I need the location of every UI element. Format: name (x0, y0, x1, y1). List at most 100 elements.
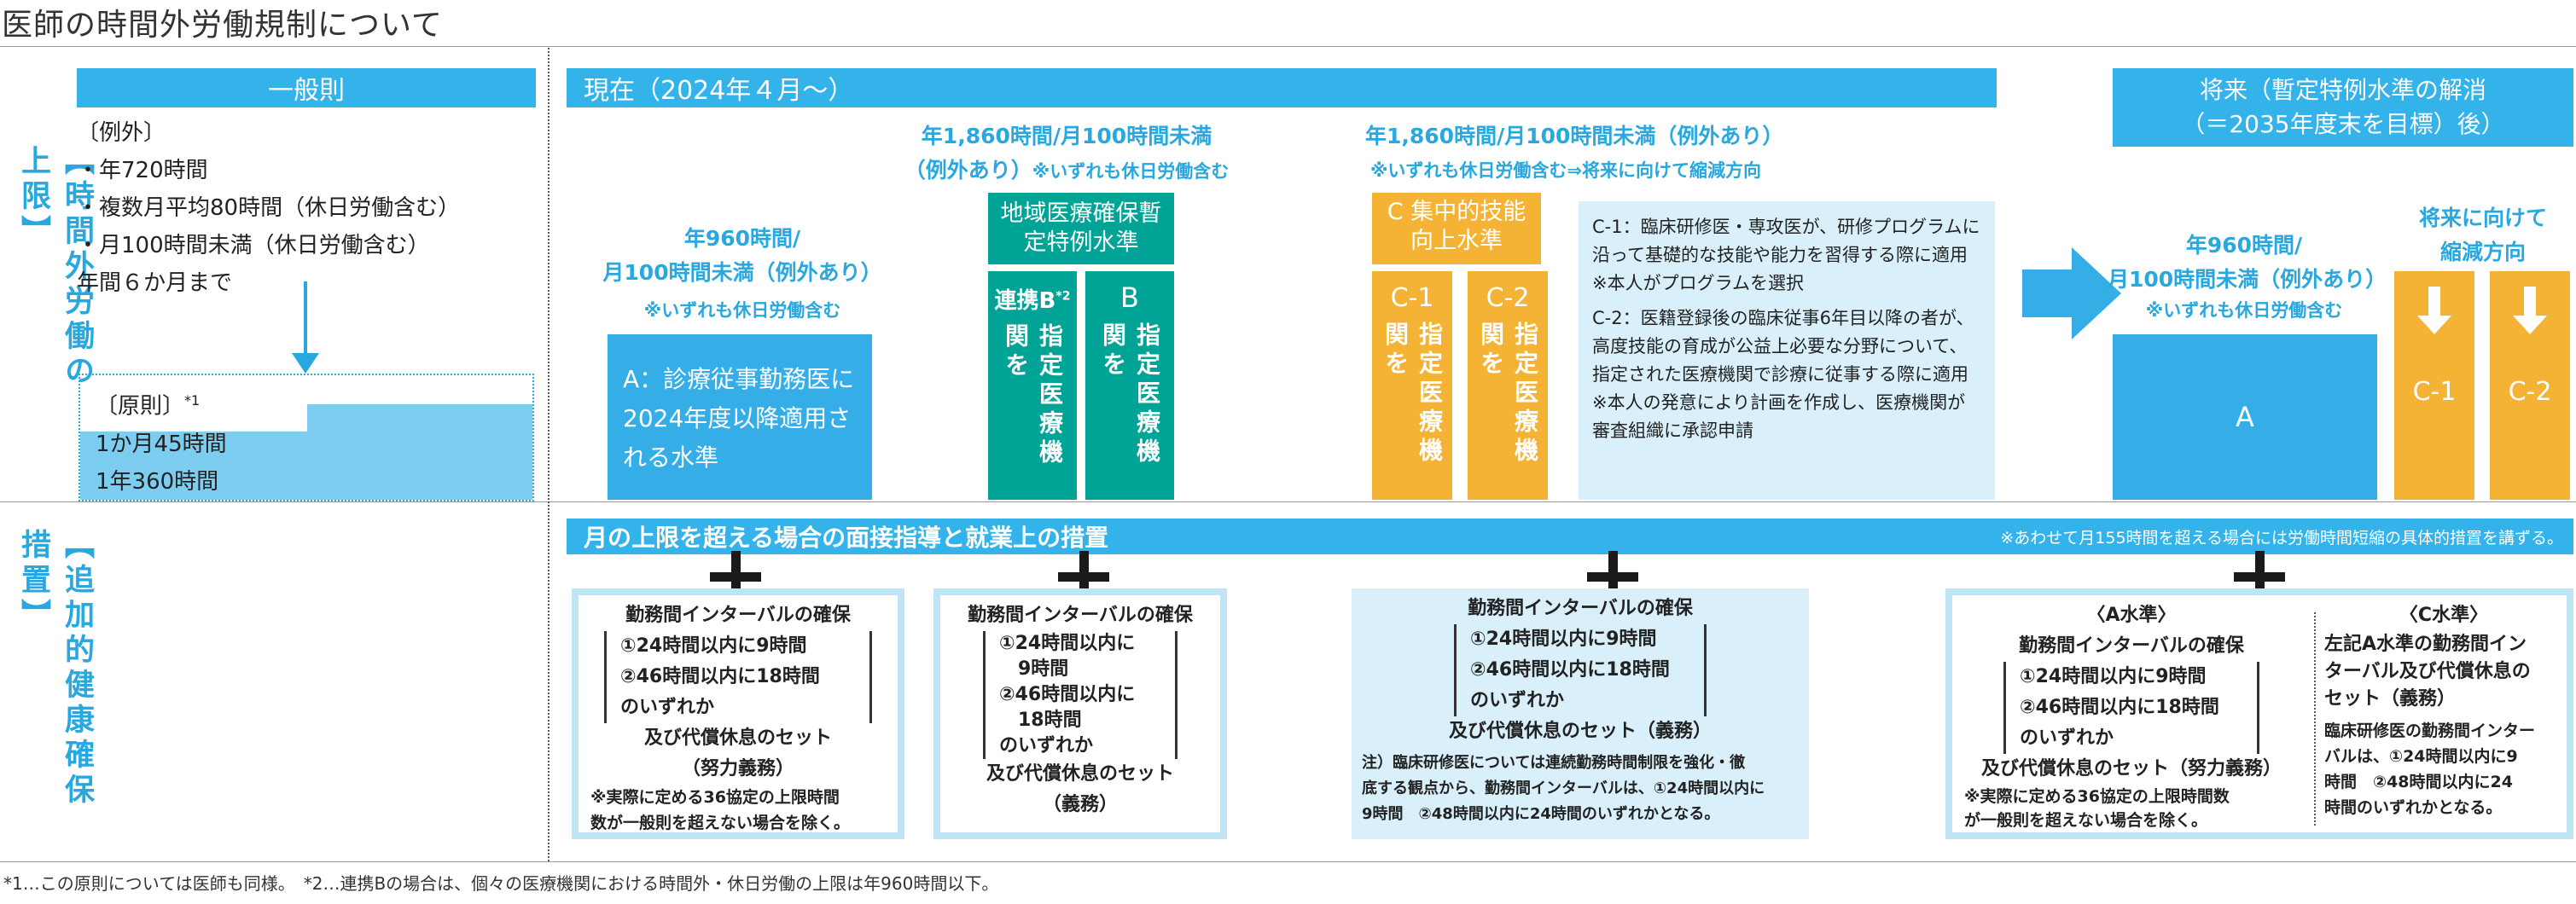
top-divider (0, 46, 2576, 47)
box-item: のいずれか (2020, 727, 2114, 749)
current-header: 現在（2024年４月〜） (567, 68, 1997, 107)
reduce-caption: 将来に向けて 縮減方向 (2389, 201, 2576, 269)
c-header-line: 向上水準 (1410, 228, 1503, 254)
b-text: 指定医療機関を (1099, 322, 1161, 467)
box-item: ①24時間以内に9時間 (620, 635, 807, 657)
c-note: ※いずれも休日労働含む⇒将来に向けて縮減方向 (1370, 160, 1762, 181)
b-note: ※いずれも休日労働含む (1032, 161, 1230, 182)
box-item: ②46時間以内に18時間 (1470, 659, 1670, 681)
b-label: B (1120, 281, 1139, 314)
general-exception-list: 〔例外〕 ・年720時間 ・複数月平均80時間（休日労働含む） ・月100時間未… (77, 114, 460, 302)
general-rule-header: 一般則 (77, 68, 536, 107)
box-item: ①24時間以内に9時間 (1470, 629, 1657, 650)
plus-icon (2234, 551, 2285, 602)
row-label-overtime-limit: 【時間外労働の上限】 (16, 145, 94, 390)
down-arrow-icon (292, 353, 319, 374)
note-line: 底する観点から、勤務間インターバルは、①24時間以内に (1362, 779, 1765, 797)
caption-line: 月100時間未満（例外あり） (2108, 267, 2387, 292)
box-after: 及び代償休息のセット（義務） (1448, 721, 1712, 742)
c2-column: C-2 指定医療機関を (1468, 271, 1548, 500)
down-arrow-icon (2417, 316, 2451, 334)
caption-line: 年960時間/ (2185, 233, 2303, 258)
c-header-line: C 集中的技能 (1387, 199, 1526, 225)
future-c1-column: C-1 (2394, 271, 2474, 500)
right-arrow-icon (2072, 247, 2121, 339)
bottom-divider (0, 861, 2576, 862)
c1-description: C-1：臨床研修医・専攻医が、研修プログラムに沿って基礎的な技能や能力を習得する… (1592, 217, 1980, 293)
c-line: 左記A水準の勤務間イン (2324, 634, 2527, 655)
box-item: ②46時間以内に (999, 684, 1136, 705)
box-note: 注）臨床研修医については連続勤務時間制限を強化・徹 底する観点から、勤務間インタ… (1352, 747, 1809, 831)
box-item: 18時間 (1018, 710, 1082, 731)
note-line: ※実際に定める36協定の上限時間 (590, 788, 840, 807)
page-title: 医師の時間外労働規制について (2, 8, 443, 43)
box4-divider (2314, 612, 2316, 826)
b-caption: 年1,860時間/月100時間未満 （例外あり）※いずれも休日労働含む (887, 119, 1246, 188)
c1-column: C-1 指定医療機関を (1372, 271, 1452, 500)
c-caption: 年1,860時間/月100時間未満（例外あり） (1365, 124, 1784, 148)
future-a-box: A (2113, 334, 2377, 500)
c-level-title: 〈C水準〉 (2399, 605, 2489, 626)
health-box-4: 〈A水準〉 勤務間インターバルの確保 ①24時間以内に9時間 ②46時間以内に1… (1945, 588, 2573, 839)
b-column: B 指定医療機関を (1085, 271, 1174, 500)
box-item: ①24時間以内に (999, 633, 1136, 654)
box-after: 及び代償休息のセット (643, 727, 832, 749)
box-item: 9時間 (1018, 658, 1069, 680)
health-header: 月の上限を超える場合の面接指導と就業上の措置 ※あわせて月155時間を超える場合… (567, 519, 2573, 554)
caption-line: 年960時間/ (683, 226, 801, 251)
c1-text: 指定医療機関を (1381, 322, 1444, 466)
c2-label: C-2 (1486, 283, 1530, 313)
b-header: 地域医療確保暫定特例水準 (988, 193, 1174, 264)
box-note: ※実際に定める36協定の上限時間 数が一般則を超えない場合を除く。 (579, 785, 898, 836)
plus-icon (1587, 551, 1638, 602)
health-box-2: 勤務間インターバルの確保 ①24時間以内に 9時間 ②46時間以内に 18時間 … (933, 588, 1227, 839)
principle-sup: *1 (184, 392, 201, 409)
c-description-box: C-1：臨床研修医・専攻医が、研修プログラムに沿って基礎的な技能や能力を習得する… (1579, 201, 1995, 500)
future-arrow-shaft (2022, 269, 2073, 317)
future-caption: 年960時間/ 月100時間未満（例外あり） (2108, 229, 2387, 297)
note-line: 時間 ②48時間以内に24 (2324, 773, 2513, 791)
a-note: ※いずれも休日労働含む (643, 300, 841, 321)
caption-line: （例外あり）※いずれも休日労働含む (904, 158, 1230, 183)
principle-outline (79, 374, 534, 501)
note-line: が一般則を超えない場合を除く。 (1964, 811, 2208, 830)
c-header: C 集中的技能 向上水準 (1372, 193, 1541, 264)
future-c2-label: C-2 (2508, 377, 2552, 407)
box4-a-section: 〈A水準〉 勤務間インターバルの確保 ①24時間以内に9時間 ②46時間以内に1… (1952, 595, 2311, 832)
box-item: ①24時間以内に9時間 (2020, 666, 2207, 687)
box-after: （努力義務） (681, 758, 794, 779)
arrow-shaft (304, 281, 307, 358)
health-header-title: 月の上限を超える場合の面接指導と就業上の措置 (584, 524, 1109, 552)
c-note: 臨床研修医の勤務間インター バルは、①24時間以内に9 時間 ②48時間以内に2… (2324, 718, 2563, 820)
principle-step-low (80, 432, 307, 500)
exception-line: ・年720時間 (77, 158, 208, 183)
c-line: ターバル及び代償休息の (2324, 661, 2531, 682)
future-header-line: （＝2035年度末を目標）後） (2181, 110, 2505, 138)
note-line: 注）臨床研修医については連続勤務時間制限を強化・徹 (1362, 754, 1746, 772)
caption-line: 縮減方向 (2439, 240, 2526, 264)
box4-c-section: 〈C水準〉 左記A水準の勤務間イン ターバル及び代償休息の セット（義務） 臨床… (2324, 595, 2563, 820)
note-line: ※実際に定める36協定の上限時間数 (1964, 787, 2230, 806)
a-level-box: A：診療従事勤務医に2024年度以降適用される水準 (608, 334, 872, 500)
caption-line: 将来に向けて (2418, 206, 2547, 230)
box-after: 及び代償休息のセット (986, 763, 1174, 785)
note-line: 9時間 ②48時間以内に24時間のいずれかとなる。 (1362, 805, 1720, 823)
renkei-b-label: 連携B (994, 288, 1056, 314)
future-c2-column: C-2 (2490, 271, 2570, 500)
principle-line: 1年360時間 (96, 468, 219, 495)
principle-text: 〔原則〕*1 1か月45時間 1年360時間 (96, 382, 227, 501)
down-arrow-shaft (2524, 287, 2536, 316)
box-item: のいずれか (620, 697, 715, 718)
a-caption: 年960時間/ 月100時間未満（例外あり） (589, 222, 896, 290)
note-line: バルは、①24時間以内に9 (2324, 747, 2518, 766)
c2-description: C-2：医籍登録後の臨床従事6年目以降の者が、高度技能の育成が公益上必要な分野に… (1592, 308, 1974, 441)
column-divider (548, 48, 550, 861)
c2-text: 指定医療機関を (1477, 322, 1539, 466)
c1-label: C-1 (1390, 283, 1434, 313)
exception-line: ・複数月平均80時間（休日労働含む） (77, 195, 461, 221)
box-title: 勤務間インターバルの確保 (625, 605, 851, 626)
exception-line: ・月100時間未満（休日労働含む） (77, 233, 430, 258)
down-arrow-icon (2513, 316, 2547, 334)
box-note: ※実際に定める36協定の上限時間数 が一般則を超えない場合を除く。 (1952, 785, 2311, 832)
